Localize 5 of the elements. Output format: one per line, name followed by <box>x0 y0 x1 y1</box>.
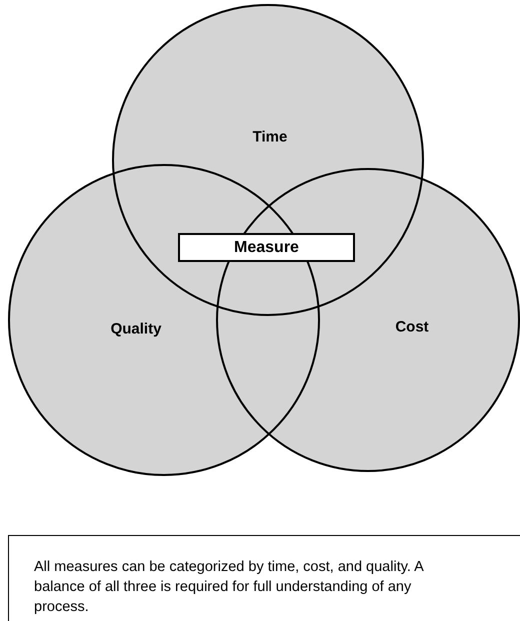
circle-label: Quality <box>110 320 162 338</box>
circle-label: Cost <box>395 318 429 336</box>
note-box <box>8 535 520 621</box>
circle-label: Time <box>252 128 288 146</box>
note-text: All measures can be categorized by time, cost, and quality. A balance of all three is required for full understanding of any process. <box>34 558 425 617</box>
